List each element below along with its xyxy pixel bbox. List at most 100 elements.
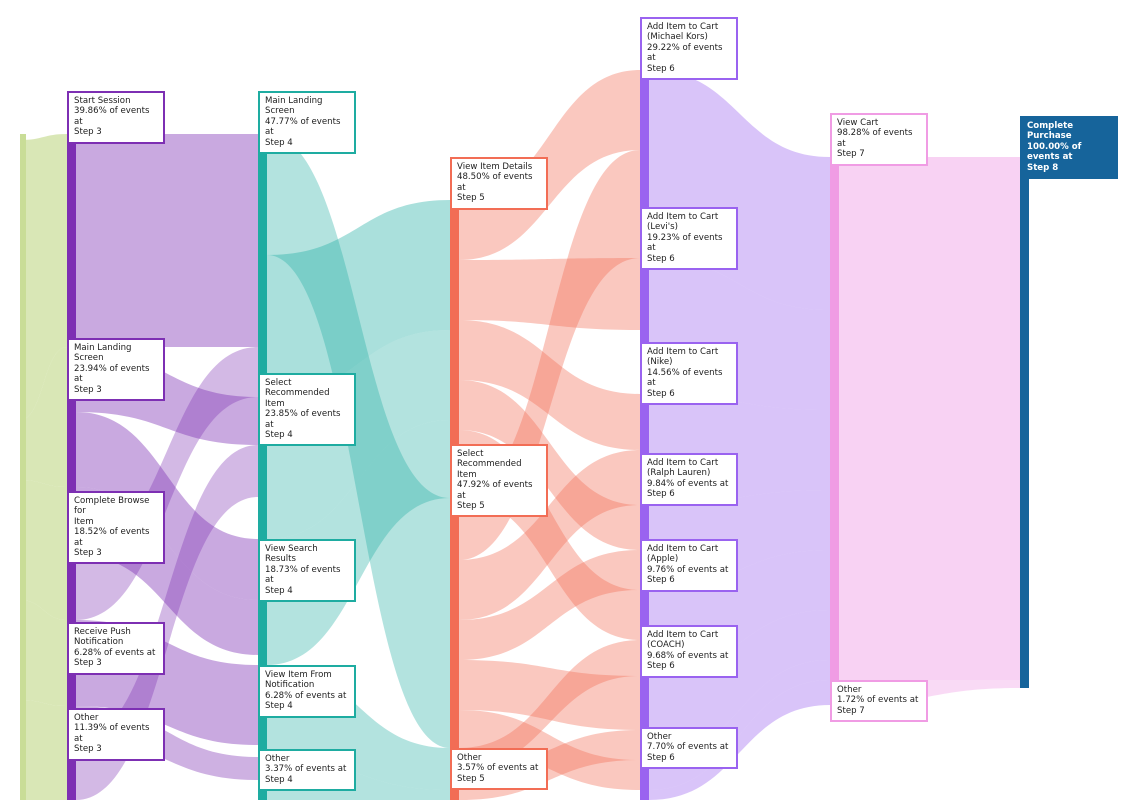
node-name: Select Recommended Item: [265, 378, 330, 409]
node-pct: 29.22% of events at: [647, 42, 723, 64]
node-name: Start Session: [74, 96, 131, 106]
flow-link: [267, 200, 450, 397]
flow-link: [459, 450, 640, 620]
node-pct: 19.23% of events at: [647, 232, 723, 254]
node-name: Other: [457, 753, 482, 763]
incoming-flow: [20, 347, 67, 487]
node-name: Select Recommended Item: [457, 449, 522, 480]
node-pct: 48.50% of events at: [457, 172, 533, 193]
node-pct: 98.28% of events at: [837, 128, 913, 149]
node-step: Step 6: [647, 489, 675, 500]
node-pct: 23.85% of events at: [265, 409, 341, 430]
node-step: Step 8: [1027, 162, 1059, 173]
node-label[interactable]: Add Item to Cart (COACH)9.68% of events …: [640, 625, 738, 678]
flow-link: [267, 330, 450, 539]
node-name: Main Landing Screen: [74, 343, 132, 364]
node-name: Complete Purchase: [1027, 121, 1074, 142]
node-label[interactable]: Add Item to Cart (Apple)9.76% of events …: [640, 539, 738, 592]
node-step: Step 3: [74, 548, 102, 559]
node-pct: 9.68% of events at: [647, 650, 729, 661]
node-label[interactable]: Add Item to Cart (Nike)14.56% of events …: [640, 342, 738, 406]
flow-link: [459, 258, 640, 330]
node-pct: 23.94% of events at: [74, 363, 150, 385]
node-label[interactable]: Add Item to Cart (Michael Kors)29.22% of…: [640, 17, 738, 81]
node-pct: 39.86% of events at: [74, 106, 150, 127]
node-bar: [640, 676, 649, 760]
node-bar: [830, 157, 839, 680]
node-pct: 47.77% of events at: [265, 116, 341, 138]
node-name: Add Item to Cart (Apple): [647, 544, 719, 565]
node-step: Step 6: [647, 63, 675, 74]
node-step: Step 4: [265, 430, 293, 441]
node-name: Add Item to Cart (COACH): [647, 630, 719, 651]
node-step: Step 7: [837, 149, 865, 160]
node-name: Other: [837, 685, 862, 695]
node-pct: 1.72% of events at: [837, 695, 919, 706]
node-pct: 3.37% of events at: [265, 764, 347, 775]
flow-link: [459, 380, 640, 550]
node-name: Add Item to Cart (Michael Kors): [647, 22, 719, 43]
node-step: Step 3: [74, 384, 102, 395]
node-bar: [258, 134, 267, 397]
node-name: View Item Details: [457, 162, 533, 172]
node-bar: [67, 347, 76, 487]
node-bar: [640, 258, 649, 394]
node-pct: 47.92% of events at: [457, 480, 533, 501]
flow-link: [459, 70, 640, 260]
node-bar: [258, 397, 267, 539]
node-name: Complete Browse for Item: [74, 496, 150, 527]
node-pct: 9.76% of events at: [647, 564, 729, 575]
node-pct: 11.39% of events at: [74, 723, 150, 744]
node-pct: 14.56% of events at: [647, 367, 723, 389]
flow-link: [267, 134, 450, 748]
node-pct: 7.70% of events at: [647, 742, 729, 753]
node-bar: [640, 70, 649, 258]
flow-link: [459, 710, 640, 790]
flow-link: [76, 134, 258, 347]
incoming-flow: [20, 700, 67, 800]
node-bar: [640, 760, 649, 800]
node-bar: [450, 498, 459, 748]
node-step: Step 6: [647, 388, 675, 399]
node-name: Other: [74, 713, 99, 723]
node-pct: 3.57% of events at: [457, 763, 539, 774]
node-label[interactable]: Add Item to Cart (Levi's)19.23% of event…: [640, 207, 738, 271]
node-name: View Search Results: [265, 544, 318, 565]
flow-link: [839, 157, 1020, 680]
node-name: Add Item to Cart (Levi's): [647, 212, 719, 233]
node-bar: [67, 134, 76, 347]
incoming-flow: [20, 600, 67, 706]
node-bar: [640, 394, 649, 505]
node-step: Step 4: [265, 137, 293, 148]
node-name: View Cart: [837, 118, 879, 128]
node-name: Other: [265, 754, 290, 764]
flow-link: [459, 150, 640, 560]
flow-link: [76, 412, 258, 600]
node-step: Step 5: [457, 193, 485, 204]
node-pct: 18.73% of events at: [265, 564, 341, 586]
node-bar: [450, 200, 459, 498]
flow-link: [649, 610, 830, 760]
node-label[interactable]: Add Item to Cart (Ralph Lauren)9.84% of …: [640, 453, 738, 506]
flow-link: [459, 640, 640, 770]
node-name: Main Landing Screen: [265, 96, 323, 117]
